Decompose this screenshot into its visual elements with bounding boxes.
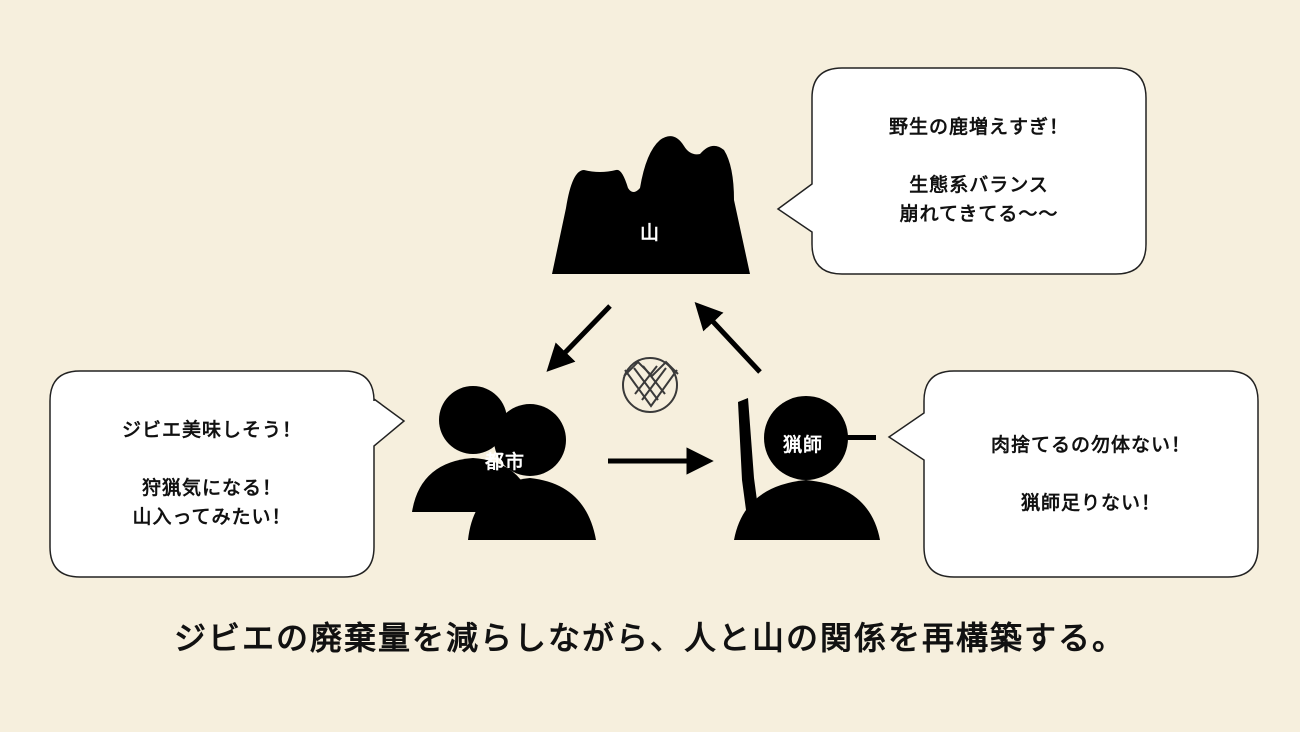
bubble-hunter-shape — [887, 370, 1259, 578]
city-label: 都市 — [484, 451, 525, 473]
bubble-city-line-2: 狩猟気になる！ — [141, 477, 282, 499]
mountain-silhouette-icon — [552, 136, 750, 274]
arrow-mountain-to-city — [546, 304, 612, 372]
speech-bubble-hunter: 肉捨てるの勿体ない！ 猟師足りない！ — [924, 371, 1258, 577]
mountain-label: 山 — [639, 222, 660, 244]
bubble-mountain-line-1: 野生の鹿増えすぎ！ — [888, 116, 1069, 138]
people-silhouette-icon — [412, 386, 596, 540]
arrow-hunter-to-mountain — [694, 301, 762, 374]
bubble-hunter-line-2: 猟師足りない！ — [1020, 491, 1161, 514]
bubble-mountain-line-3: 崩れてきてる〜〜 — [899, 203, 1059, 225]
hunter-with-rifle-icon — [734, 396, 880, 540]
caption: ジビエの廃棄量を減らしながら、人と山の関係を再構築する。 — [173, 619, 1126, 657]
bubble-city-shape — [49, 370, 406, 578]
bubble-hunter-line-1: 肉捨てるの勿体ない！ — [990, 433, 1191, 456]
speech-bubble-mountain: 野生の鹿増えすぎ！ 生態系バランス 崩れてきてる〜〜 — [812, 68, 1146, 274]
hunter-label: 猟師 — [782, 434, 823, 456]
bubble-mountain-shape — [776, 67, 1147, 275]
interlaced-circle-logo-icon — [622, 357, 679, 413]
bubble-mountain-line-2: 生態系バランス — [909, 174, 1049, 196]
speech-bubble-city: ジビエ美味しそう！ 狩猟気になる！ 山入ってみたい！ — [50, 371, 374, 577]
bubble-city-line-3: 山入ってみたい！ — [132, 506, 292, 528]
bubble-city-line-1: ジビエ美味しそう！ — [121, 419, 302, 441]
